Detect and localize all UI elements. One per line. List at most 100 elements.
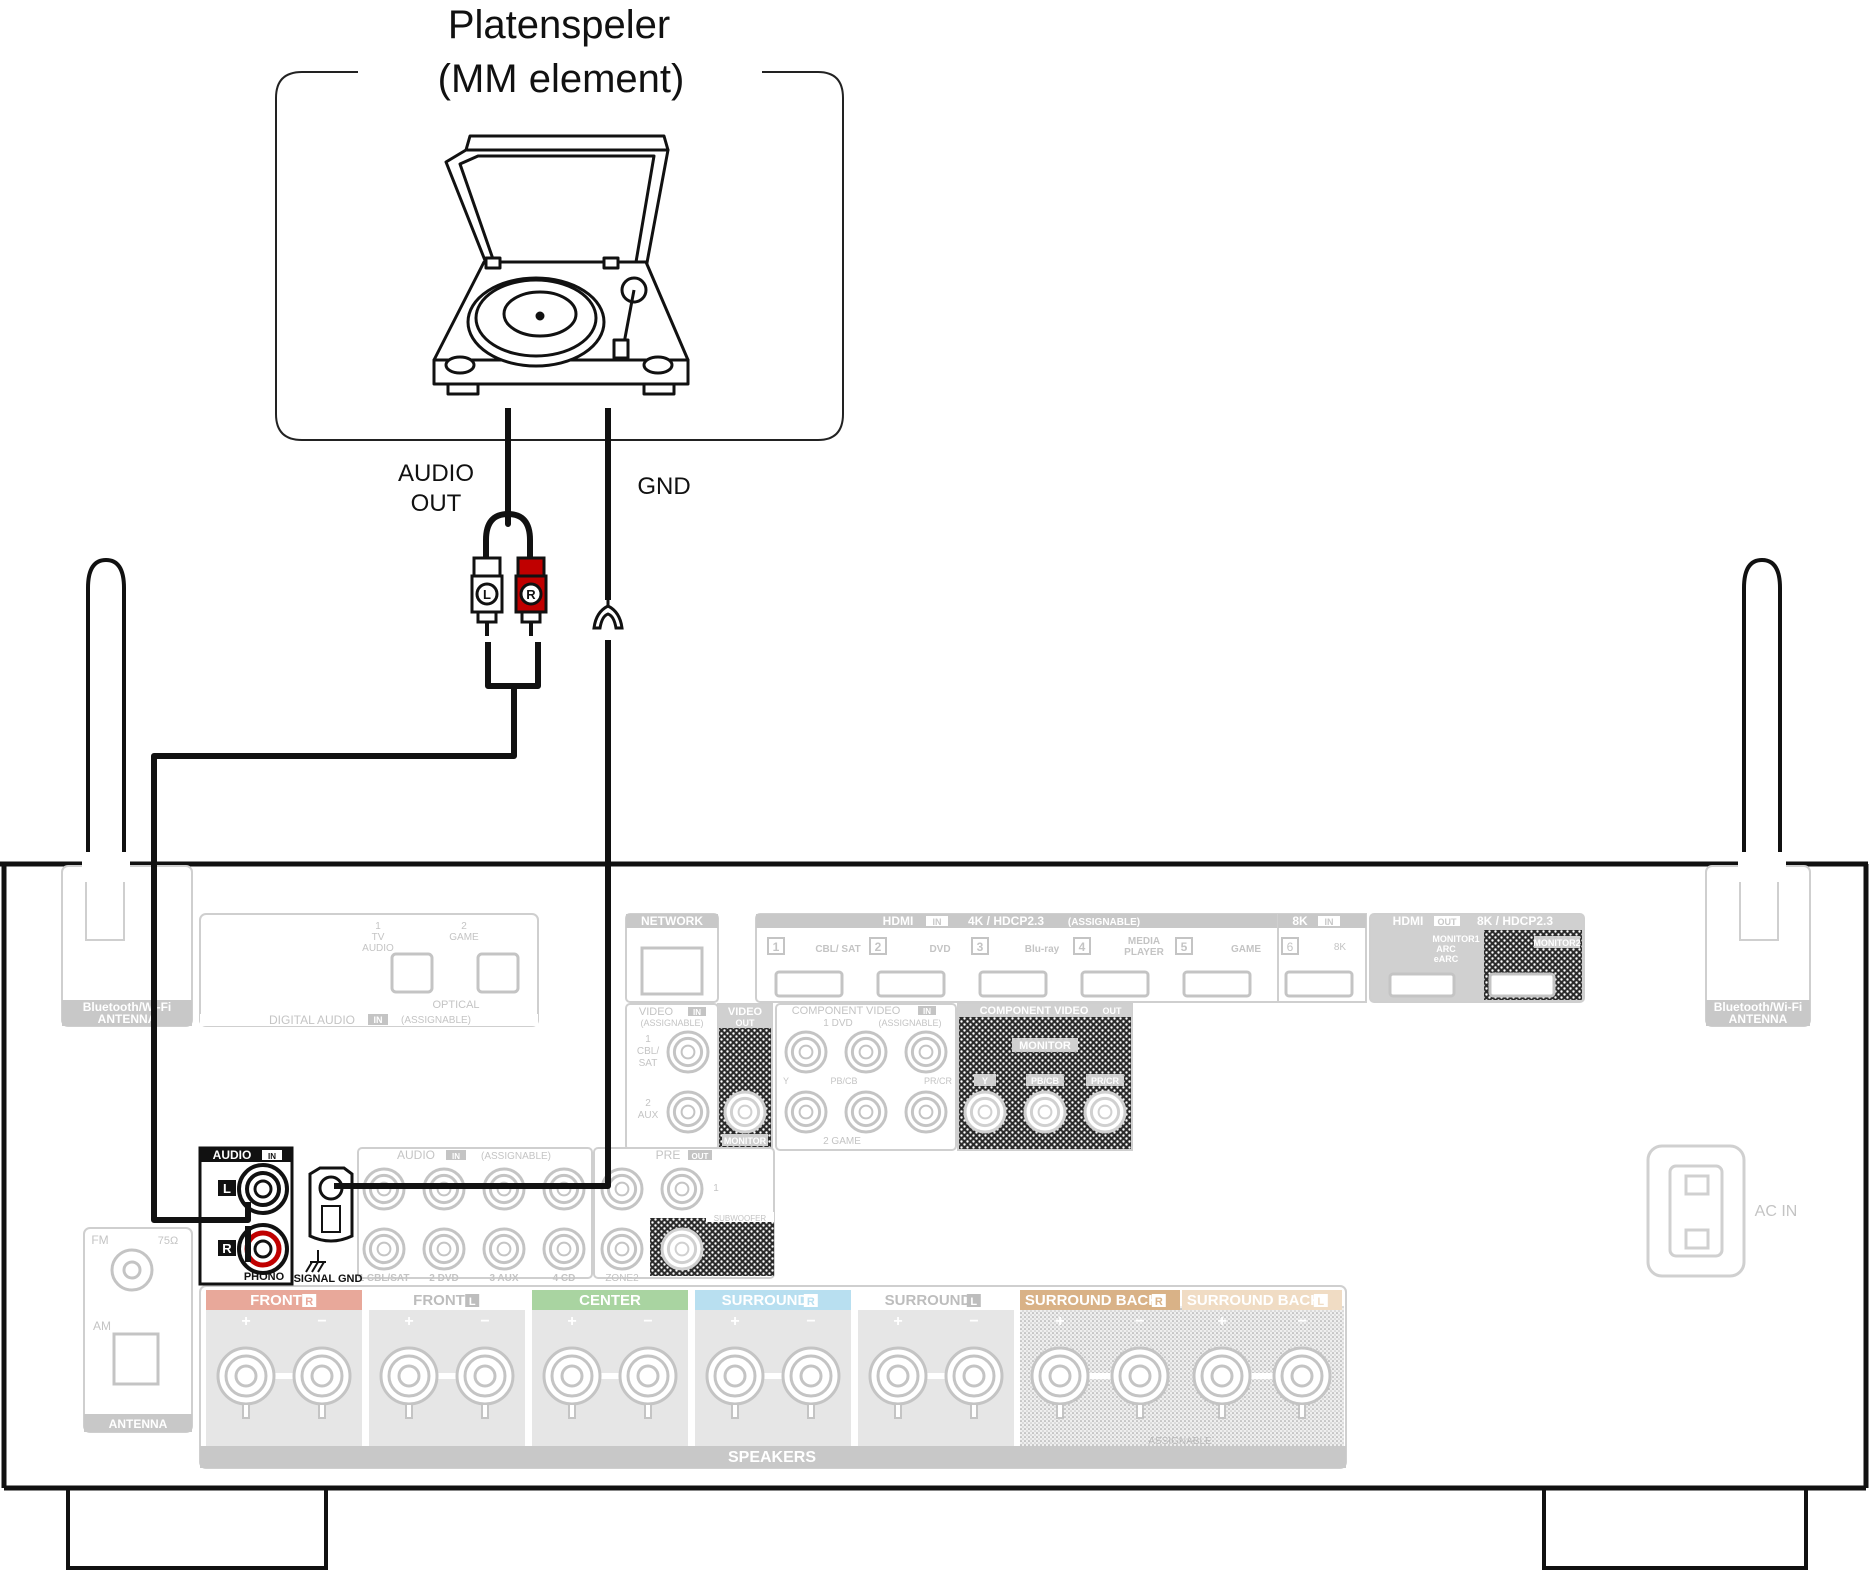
speaker-terminal-minus[interactable] bbox=[1272, 1346, 1332, 1419]
component-in-2-jack-1[interactable] bbox=[784, 1090, 828, 1134]
speaker-terminal-plus[interactable] bbox=[868, 1346, 928, 1419]
video-in-2-jack[interactable] bbox=[666, 1090, 710, 1134]
phono-l-jack[interactable] bbox=[237, 1163, 289, 1215]
hdmi-port-number-box bbox=[1073, 937, 1091, 955]
antenna-left-label-line1: Bluetooth/Wi-Fi bbox=[83, 1000, 172, 1014]
hdmi-out-earc: eARC bbox=[1434, 954, 1459, 964]
speaker-terminal-plus[interactable] bbox=[705, 1346, 765, 1419]
tuner-fm: FM bbox=[91, 1233, 108, 1247]
speaker-terminal-minus[interactable] bbox=[455, 1346, 515, 1419]
component-in-1-jack-2[interactable] bbox=[844, 1030, 888, 1074]
speaker-minus-sign: − bbox=[1297, 1313, 1306, 1330]
speaker-terminal-minus[interactable] bbox=[1110, 1346, 1170, 1419]
zone2-l-jack[interactable] bbox=[600, 1167, 644, 1211]
audio-in-r-jack-4[interactable] bbox=[542, 1227, 586, 1271]
hdmi-out-monitor1-port[interactable] bbox=[1388, 972, 1456, 998]
network-panel: NETWORK bbox=[625, 913, 719, 1003]
video-in-1-jack[interactable] bbox=[666, 1030, 710, 1074]
speaker-group-header bbox=[532, 1290, 688, 1310]
component-in-2-jack-3[interactable] bbox=[904, 1090, 948, 1134]
audio-in-source-label: 2 DVD bbox=[429, 1273, 458, 1284]
hdmi-in-port-2[interactable] bbox=[876, 970, 946, 998]
optical-port-tv[interactable] bbox=[390, 952, 434, 994]
audio-in-source-label: 1 CBL/SAT bbox=[359, 1273, 410, 1284]
phono-in-tag: IN bbox=[268, 1152, 276, 1161]
zone2-r-jack[interactable] bbox=[600, 1227, 644, 1271]
hdmi-in-port-5[interactable] bbox=[1182, 970, 1252, 998]
subwoofer-2-jack[interactable] bbox=[660, 1227, 704, 1271]
digital-tv-label: TV bbox=[372, 932, 385, 943]
hdmi-in-label: HDMI bbox=[883, 914, 914, 928]
speaker-terminal-minus[interactable] bbox=[292, 1346, 352, 1419]
component-out-label: COMPONENT VIDEO bbox=[980, 1005, 1089, 1017]
hdmi-out-monitor2-port[interactable] bbox=[1488, 972, 1556, 998]
hdmi-out-panel: HDMI OUT 8K / HDCP2.3 MONITOR1 ARC eARC … bbox=[1369, 913, 1585, 1003]
pre-out-subwoofer: SUBWOOFER bbox=[714, 1214, 767, 1223]
speaker-terminal-plus[interactable] bbox=[542, 1346, 602, 1419]
speaker-group-name: CENTER bbox=[579, 1292, 641, 1309]
speaker-channel-badge bbox=[1313, 1294, 1328, 1307]
hdmi-8k-port[interactable] bbox=[1284, 970, 1354, 998]
component-out-jack-1[interactable] bbox=[963, 1090, 1007, 1134]
pre-out-tag: OUT bbox=[692, 1152, 709, 1161]
speaker-plus-sign: + bbox=[567, 1313, 576, 1330]
speaker-terminal-minus[interactable] bbox=[944, 1346, 1004, 1419]
speaker-terminal-plus[interactable] bbox=[1192, 1346, 1252, 1419]
audio-in-r-jack-3[interactable] bbox=[482, 1227, 526, 1271]
speaker-channel-badge bbox=[1151, 1294, 1166, 1307]
component-out-jack-3[interactable] bbox=[1083, 1090, 1127, 1134]
audio-in-source-label: 4 CD bbox=[553, 1273, 576, 1284]
speaker-terminal-plus[interactable] bbox=[379, 1346, 439, 1419]
speaker-group-name: SURROUND BACK bbox=[1025, 1292, 1159, 1309]
speaker-minus-sign: − bbox=[480, 1313, 489, 1330]
hdmi-port-name: Blu-ray bbox=[1025, 944, 1060, 955]
pre-out-panel: PRE OUT 1 SUBWOOFER ZONE2 bbox=[593, 1147, 775, 1284]
pre-out-label: PRE bbox=[656, 1148, 681, 1162]
video-out-tag: OUT bbox=[736, 1018, 756, 1028]
plug-left-label: L bbox=[483, 587, 491, 602]
speaker-minus-sign: − bbox=[643, 1313, 652, 1330]
phono-r-marker: R bbox=[222, 1241, 232, 1256]
hdmi-in-port-3[interactable] bbox=[978, 970, 1048, 998]
am-antenna-terminal[interactable] bbox=[112, 1332, 160, 1386]
video-out-label: VIDEO bbox=[728, 1006, 763, 1018]
hdmi-port-number: 3 bbox=[977, 940, 984, 954]
speaker-group-name: SURROUND bbox=[722, 1292, 809, 1309]
spade-lug-icon bbox=[592, 598, 624, 630]
hdmi-in-assignable: (ASSIGNABLE) bbox=[1068, 917, 1140, 928]
hdmi-in-port-1[interactable] bbox=[774, 970, 844, 998]
speaker-terminal-plus[interactable] bbox=[216, 1346, 276, 1419]
speaker-terminal-plus[interactable] bbox=[1030, 1346, 1090, 1419]
hdmi-in-port-4[interactable] bbox=[1080, 970, 1150, 998]
turntable-group: Platenspeler (MM element) bbox=[275, 3, 844, 441]
component-in-1-jack-3[interactable] bbox=[904, 1030, 948, 1074]
speaker-terminal-minus[interactable] bbox=[781, 1346, 841, 1419]
audio-in-r-jack-1[interactable] bbox=[362, 1227, 406, 1271]
hdmi-in-tag: IN bbox=[933, 917, 942, 927]
hdmi-port-number-box bbox=[767, 937, 785, 955]
video-in-tag: IN bbox=[693, 1008, 701, 1017]
component-in-1-jack-1[interactable] bbox=[784, 1030, 828, 1074]
hdmi-out-tag: OUT bbox=[1438, 917, 1458, 927]
phono-l-marker: L bbox=[223, 1181, 231, 1196]
device-title-line1: Platenspeler bbox=[448, 3, 670, 47]
gnd-label: GND bbox=[637, 473, 690, 500]
component-in-src2: 2 GAME bbox=[823, 1136, 861, 1147]
audio-in-r-jack-2[interactable] bbox=[422, 1227, 466, 1271]
hdmi-port-number: 5 bbox=[1181, 940, 1188, 954]
optical-port-game[interactable] bbox=[476, 952, 520, 994]
speaker-channel-badge bbox=[465, 1294, 480, 1307]
speaker-plus-sign: + bbox=[241, 1313, 250, 1330]
component-out-jack-2[interactable] bbox=[1023, 1090, 1067, 1134]
hdmi-out-arc: ARC bbox=[1436, 944, 1456, 954]
speaker-channel-letter: L bbox=[970, 1296, 977, 1308]
speaker-terminal-minus[interactable] bbox=[618, 1346, 678, 1419]
ethernet-port[interactable] bbox=[640, 946, 704, 996]
video-in-2-num: 2 bbox=[645, 1098, 651, 1109]
hdmi-8k-label: 8K bbox=[1292, 914, 1308, 928]
antenna-right-label-line2: ANTENNA bbox=[1729, 1012, 1788, 1026]
component-in-2-jack-2[interactable] bbox=[844, 1090, 888, 1134]
subwoofer-1-jack[interactable] bbox=[660, 1167, 704, 1211]
video-out-monitor-jack[interactable] bbox=[723, 1090, 767, 1134]
